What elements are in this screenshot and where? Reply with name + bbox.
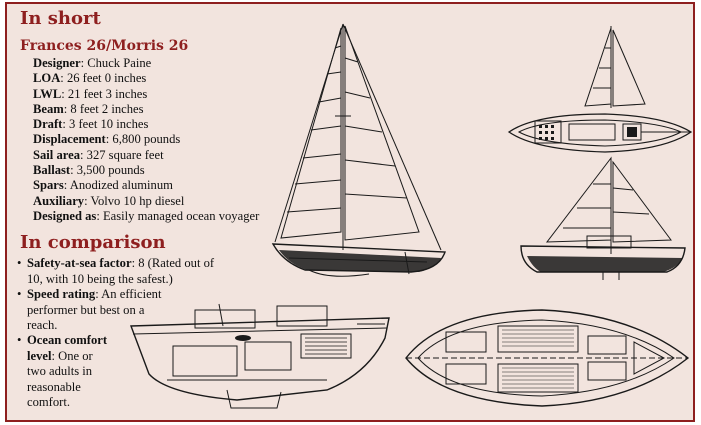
comparison-item-speed: • Speed rating: An efficient performer b… [17,287,162,332]
spec-item: Sail area: 327 square feet [33,147,164,162]
spec-item: Designed as: Easily managed ocean voyage… [33,208,260,223]
comparison-item-safety: • Safety-at-sea factor: 8 (Rated out of … [17,256,215,286]
section-title-in-comparison: In comparison [20,232,166,253]
section-title-in-short: In short [20,8,101,29]
accommodation-plan-drawing [405,309,690,407]
comparison-item-comfort: • Ocean comfort level: One or two adults… [17,333,108,409]
spec-item: Designer: Chuck Paine [33,56,152,70]
sail-plan-drawing [271,23,446,277]
spec-item: LOA: 26 feet 0 inches [33,71,147,86]
spec-item: Displacement: 6,800 pounds [33,132,181,147]
bullet-icon: • [17,333,22,347]
spec-item: Ballast: 3,500 pounds [33,163,145,178]
bullet-icon: • [17,256,22,270]
deck-plan-drawing [507,113,693,153]
spec-list: Designer: Chuck Paine LOA: 26 feet 0 inc… [33,56,259,224]
spec-item: Auxiliary: Volvo 10 hp diesel [33,193,185,208]
spec-item: Draft: 3 feet 10 inches [33,117,149,132]
spec-item: Spars: Anodized aluminum [33,178,173,193]
profile-drawing [520,26,686,280]
bullet-icon: • [17,287,22,301]
boat-name-heading: Frances 26/Morris 26 [20,38,189,54]
in-short-sidebar-panel: In short Frances 26/Morris 26 Designer: … [5,2,695,422]
spec-item: LWL: 21 feet 3 inches [33,86,148,101]
spec-item: Beam: 8 feet 2 inches [33,101,144,116]
interior-profile-drawing [130,303,390,409]
